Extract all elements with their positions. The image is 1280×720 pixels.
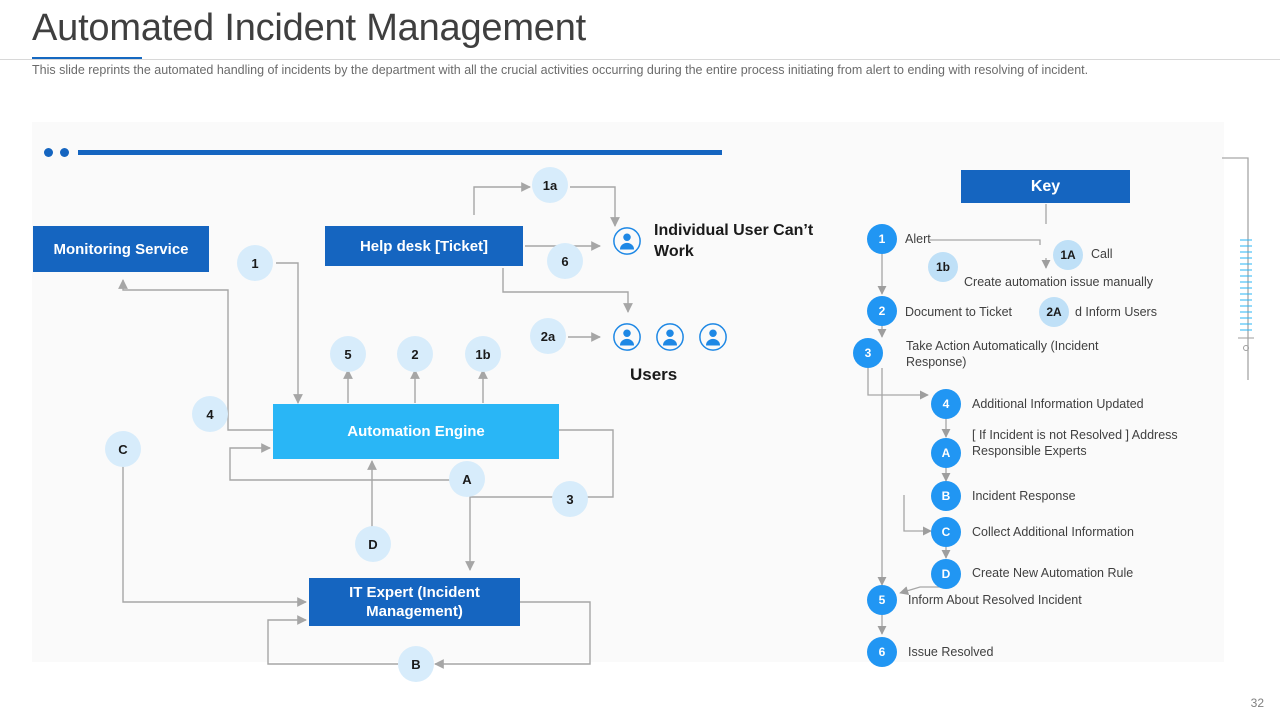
key-badge-5[interactable]: 5: [867, 585, 897, 615]
key-badge-4[interactable]: 4: [931, 389, 961, 419]
badge-c[interactable]: C: [105, 431, 141, 467]
badge-2[interactable]: 2: [397, 336, 433, 372]
key-text-2: Document to Ticket: [905, 305, 1012, 319]
key-badge-d[interactable]: D: [931, 559, 961, 589]
badge-1a[interactable]: 1a: [532, 167, 568, 203]
key-text-1a: Call: [1091, 247, 1113, 261]
page-title-wrap: Automated Incident Management: [32, 7, 586, 50]
key-text-3: Take Action Automatically (Incident Resp…: [906, 339, 1099, 369]
key-text-4: Additional Information Updated: [972, 397, 1144, 411]
header-divider: [0, 59, 1280, 60]
badge-1b[interactable]: 1b: [465, 336, 501, 372]
user-icon-1: [613, 323, 641, 351]
key-text-6: Issue Resolved: [908, 645, 994, 659]
user-icon-3: [699, 323, 727, 351]
key-badge-6[interactable]: 6: [867, 637, 897, 667]
key-badge-a[interactable]: A: [931, 438, 961, 468]
key-badge-2[interactable]: 2: [867, 296, 897, 326]
key-badge-2a[interactable]: 2A: [1039, 297, 1069, 327]
badge-4[interactable]: 4: [192, 396, 228, 432]
key-text-a: [ If Incident is not Resolved ] Address …: [972, 428, 1178, 458]
key-badge-b[interactable]: B: [931, 481, 961, 511]
title-underline: [32, 57, 142, 60]
accent-dot-2: [60, 148, 69, 157]
badge-a[interactable]: A: [449, 461, 485, 497]
user-icon-2: [656, 323, 684, 351]
badge-3[interactable]: 3: [552, 481, 588, 517]
page-number: 32: [1250, 696, 1264, 710]
page-title: Automated Incident Management: [32, 7, 586, 49]
key-text-d: Create New Automation Rule: [972, 566, 1134, 580]
key-badge-1a[interactable]: 1A: [1053, 240, 1083, 270]
key-badge-1b[interactable]: 1b: [928, 252, 958, 282]
key-badge-c[interactable]: C: [931, 517, 961, 547]
key-title: Key: [961, 170, 1130, 203]
badge-5[interactable]: 5: [330, 336, 366, 372]
badge-1[interactable]: 1: [237, 245, 273, 281]
key-badge-3[interactable]: 3: [853, 338, 883, 368]
badge-2a[interactable]: 2a: [530, 318, 566, 354]
badge-6[interactable]: 6: [547, 243, 583, 279]
box-monitoring-service[interactable]: Monitoring Service: [33, 226, 209, 272]
key-text-1b: Create automation issue manually: [964, 275, 1153, 289]
badge-b[interactable]: B: [398, 646, 434, 682]
accent-dot-1: [44, 148, 53, 157]
content-panel: [32, 122, 1224, 662]
box-automation-engine[interactable]: Automation Engine: [273, 404, 559, 459]
accent-rule: [78, 150, 722, 155]
key-text-b: Incident Response: [972, 489, 1076, 503]
label-individual-user: Individual User Can’t Work: [654, 222, 814, 260]
key-text-2a: d Inform Users: [1075, 305, 1157, 319]
edge-decoration: [1238, 239, 1254, 351]
key-text-1: Alert: [905, 232, 931, 246]
label-users: Users: [630, 365, 678, 384]
key-badge-1[interactable]: 1: [867, 224, 897, 254]
box-it-expert[interactable]: IT Expert (Incident Management): [309, 578, 520, 626]
individual-user-icon: [613, 227, 641, 255]
box-help-desk-ticket[interactable]: Help desk [Ticket]: [325, 226, 523, 266]
badge-d[interactable]: D: [355, 526, 391, 562]
key-text-c: Collect Additional Information: [972, 525, 1134, 539]
key-text-5: Inform About Resolved Incident: [908, 593, 1082, 607]
page-subtitle: This slide reprints the automated handli…: [32, 63, 1089, 77]
